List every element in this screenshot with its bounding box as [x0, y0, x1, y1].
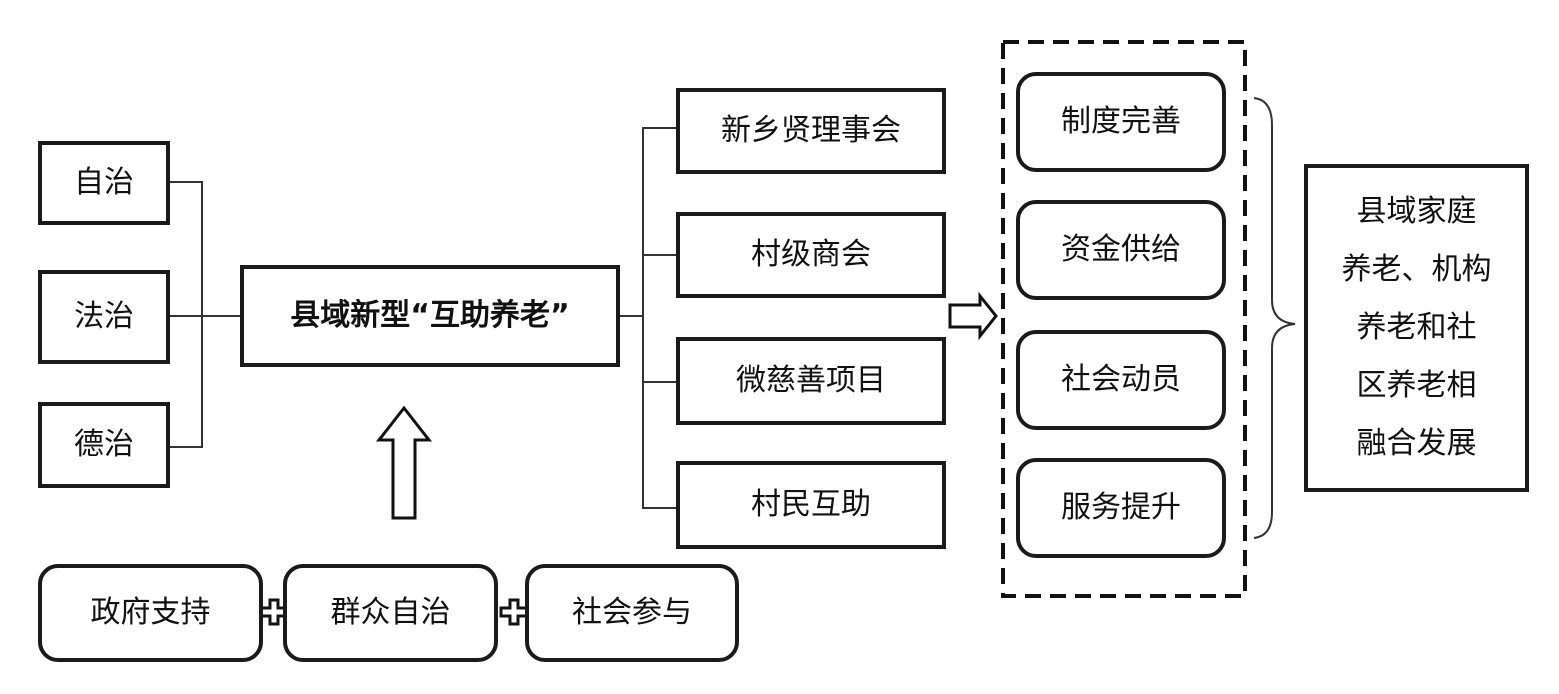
support-box-masses: 群众自治	[283, 564, 498, 662]
outcome-brace	[1253, 97, 1296, 539]
outcome-line: 融合发展	[1356, 426, 1477, 461]
up-hollow-arrow	[375, 405, 433, 520]
guarantee-box: 资金供给	[1016, 200, 1226, 300]
guarantee-label: 资金供给	[1061, 232, 1181, 267]
governance-label: 法治	[74, 299, 134, 334]
guarantees-dashed-group	[1001, 40, 1247, 598]
guarantee-box: 制度完善	[1016, 72, 1226, 172]
guarantee-label: 服务提升	[1061, 490, 1181, 525]
left-bracket	[170, 181, 203, 448]
governance-label: 自治	[74, 165, 134, 200]
guarantee-label: 制度完善	[1061, 104, 1181, 139]
outcome-line: 养老、机构	[1341, 252, 1492, 287]
center-title: 县域新型“互助养老”	[290, 298, 570, 333]
right-hollow-arrow	[948, 291, 998, 341]
outcome-box: 县域家庭 养老、机构 养老和社 区养老相 融合发展	[1304, 164, 1529, 492]
center-title-box: 县域新型“互助养老”	[240, 265, 620, 367]
plus-icon	[499, 598, 529, 626]
governance-label: 德治	[74, 427, 134, 462]
support-label: 群众自治	[330, 595, 451, 630]
mechanisms-bracket	[642, 127, 676, 509]
governance-box-self: 自治	[38, 141, 170, 225]
mechanism-label: 新乡贤理事会	[721, 113, 901, 148]
governance-box-moral: 德治	[38, 402, 170, 488]
governance-box-law: 法治	[38, 270, 170, 364]
mechanism-box: 村级商会	[676, 212, 946, 298]
guarantee-label: 社会动员	[1061, 362, 1181, 397]
mechanism-box: 微慈善项目	[676, 337, 946, 425]
guarantee-box: 社会动员	[1016, 330, 1226, 430]
support-label: 社会参与	[572, 595, 692, 630]
guarantee-box: 服务提升	[1016, 458, 1226, 558]
support-box-government: 政府支持	[38, 564, 263, 662]
mechanism-label: 村民互助	[751, 487, 871, 522]
outcome-line: 县域家庭	[1356, 194, 1477, 229]
outcome-line: 养老和社	[1356, 310, 1477, 345]
support-box-society: 社会参与	[525, 564, 739, 662]
mechanism-label: 村级商会	[751, 237, 871, 272]
support-label: 政府支持	[90, 595, 211, 630]
outcome-line: 区养老相	[1356, 368, 1477, 403]
mechanism-box: 新乡贤理事会	[676, 88, 946, 174]
mechanism-box: 村民互助	[676, 461, 946, 549]
mechanism-label: 微慈善项目	[736, 363, 886, 398]
